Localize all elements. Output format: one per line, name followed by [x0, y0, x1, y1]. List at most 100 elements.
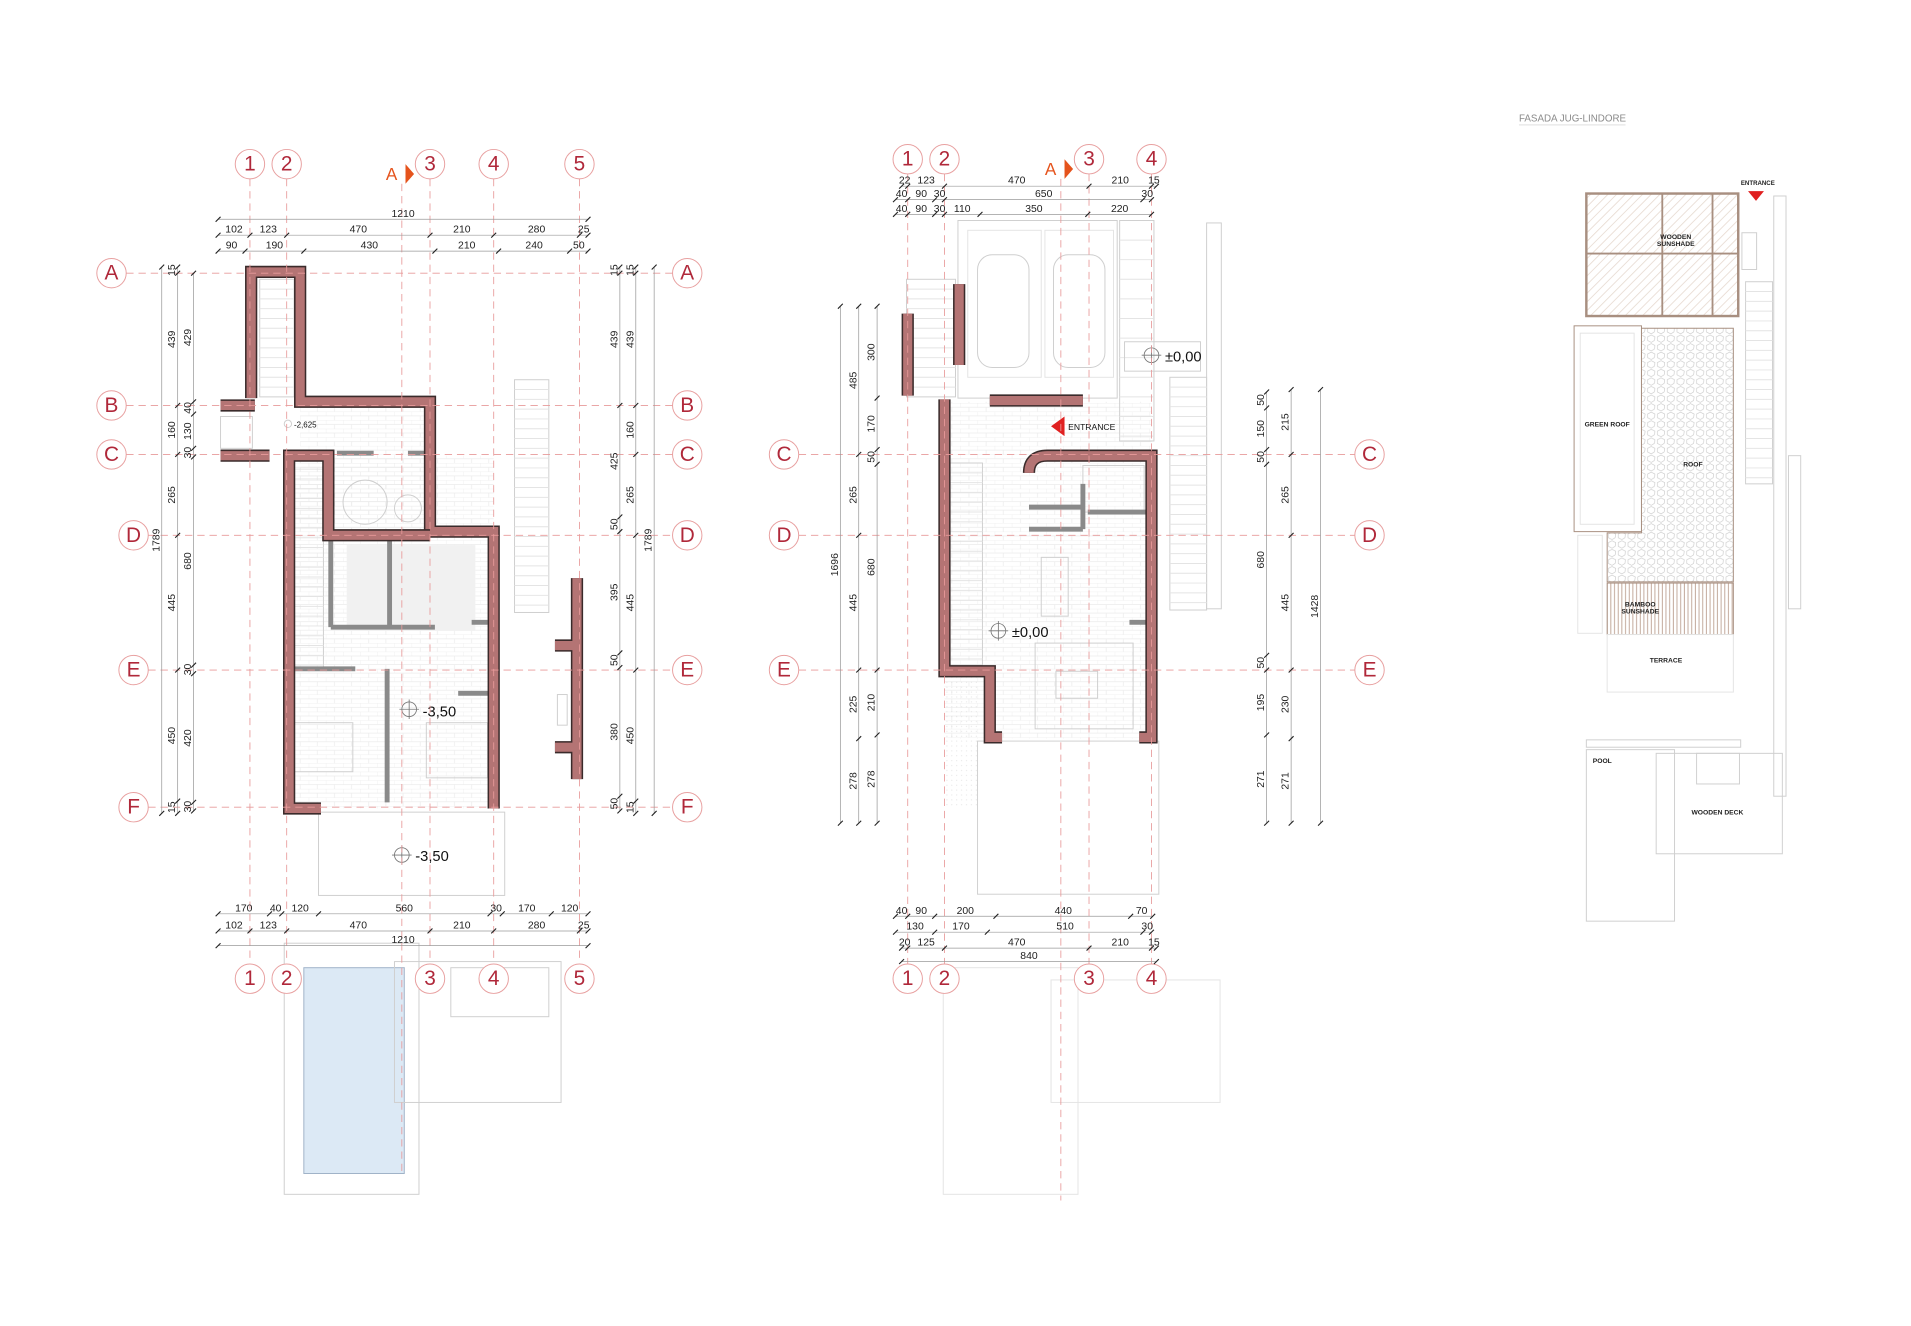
grid-bubble-circle: [234, 963, 266, 994]
grid-label: E: [1363, 659, 1377, 682]
level-value: ±0,00: [1165, 349, 1202, 365]
grid-label: B: [105, 394, 119, 417]
parking: [957, 219, 1118, 399]
dimension-tick: [215, 942, 221, 949]
dimension-tick: [617, 650, 623, 656]
car-icon: [977, 254, 1030, 368]
grid-bubble-circle: [1354, 439, 1385, 470]
dimension-value: 210: [1112, 938, 1130, 949]
dimension-chain-horizontal: 1210: [215, 935, 591, 949]
dimension-value: 40: [270, 903, 282, 914]
entrance-arrow-icon: [1748, 191, 1764, 201]
grid-bubble-circle: [271, 148, 302, 180]
dimension-tick: [278, 910, 285, 917]
dimension-tick: [190, 270, 197, 277]
grid-label: D: [680, 524, 695, 547]
dimension-tick: [315, 910, 322, 917]
dimension-tick: [174, 532, 181, 539]
dimension-value: 195: [1256, 694, 1267, 712]
dimension-value: 130: [183, 422, 194, 440]
grid-column-bubble: 4: [478, 148, 509, 180]
dimension-tick: [1148, 945, 1155, 951]
dimension-value: 445: [1281, 594, 1292, 612]
entrance-label: ENTRANCE: [1741, 180, 1775, 187]
grid-column-bubble: 5: [564, 963, 595, 994]
grid-row-bubble: F: [118, 792, 149, 823]
wooden-deck-label: WOODEN DECK: [1691, 810, 1743, 817]
sheet-title: FASADA JUG-LINDORE: [1519, 113, 1627, 126]
dimension-value: 90: [226, 241, 238, 252]
dimension-tick: [1263, 446, 1270, 453]
dimension-value: 30: [490, 903, 502, 914]
dimension-value: 445: [848, 594, 859, 612]
grid-row-bubble: D: [672, 520, 703, 551]
dimension-tick: [892, 913, 899, 920]
dimension-value: 225: [848, 695, 859, 713]
dimension-value: 265: [1281, 486, 1292, 504]
dimension-value: 265: [167, 486, 178, 504]
dimension-tick: [904, 183, 911, 190]
dimension-value: 30: [183, 801, 194, 813]
grid-bubble-circle: [118, 792, 149, 823]
grid-bubble-circle: [672, 439, 703, 470]
dimension-value: 1789: [644, 528, 655, 551]
dimension-value: 650: [1035, 189, 1053, 200]
dimension-value: 25: [578, 921, 590, 932]
dimension-tick: [632, 667, 639, 673]
dimension-tick: [215, 216, 221, 223]
dimension-value: 440: [1055, 906, 1073, 917]
dimension-value: 510: [1056, 922, 1074, 933]
level-marker: ±0,00: [1124, 341, 1202, 372]
dimension-value: 70: [1136, 906, 1148, 917]
dimension-tick: [855, 735, 862, 742]
grid-bubble-circle: [564, 148, 595, 180]
dimension-tick: [190, 662, 197, 668]
dimension-tick: [585, 248, 591, 254]
dimension-value: 220: [1111, 204, 1129, 215]
dimension-tick: [977, 211, 983, 218]
dimension-value: 90: [915, 189, 927, 200]
grid-label: E: [127, 659, 141, 682]
dimension-tick: [632, 798, 639, 804]
dimension-value: 210: [867, 694, 878, 712]
dimension-tick: [874, 820, 880, 827]
grid-row-bubble: A: [672, 257, 703, 289]
dimension-tick: [651, 810, 658, 817]
dimension-tick: [1153, 945, 1160, 951]
grid-bubble-circle: [892, 963, 923, 994]
dimension-tick: [931, 196, 938, 203]
grid-bubble-circle: [1073, 144, 1105, 175]
dimension-value: 120: [561, 903, 579, 914]
section-arrow-icon: [405, 164, 415, 184]
dimension-value: 22: [899, 176, 911, 187]
dimension-tick: [499, 910, 506, 917]
grid-label: F: [127, 796, 140, 819]
dimension-tick: [1288, 667, 1294, 673]
grid-label: 4: [488, 153, 500, 176]
grid-label: 1: [902, 148, 914, 171]
dimension-value: 278: [848, 772, 859, 790]
car-icon: [1053, 254, 1106, 368]
dimension-value: 160: [625, 421, 636, 439]
dimension-value: 680: [867, 558, 878, 576]
level-markers: -2,625 -3,50 -3,50 ±0,00 ±0,00: [283, 341, 1202, 865]
dimension-tick: [931, 211, 938, 218]
dimension-value: 439: [167, 330, 178, 348]
dimension-tick: [215, 232, 221, 239]
dimension-tick: [904, 196, 911, 203]
fireplace: [556, 694, 568, 726]
dimension-tick: [1288, 386, 1294, 393]
furniture-round: [393, 494, 422, 523]
deck-outline-below: [1050, 979, 1221, 1103]
grid-label: F: [681, 796, 694, 819]
grid-column-bubble: 2: [271, 963, 302, 994]
grid-label: 3: [424, 153, 436, 176]
grid-bubble-circle: [118, 654, 149, 686]
